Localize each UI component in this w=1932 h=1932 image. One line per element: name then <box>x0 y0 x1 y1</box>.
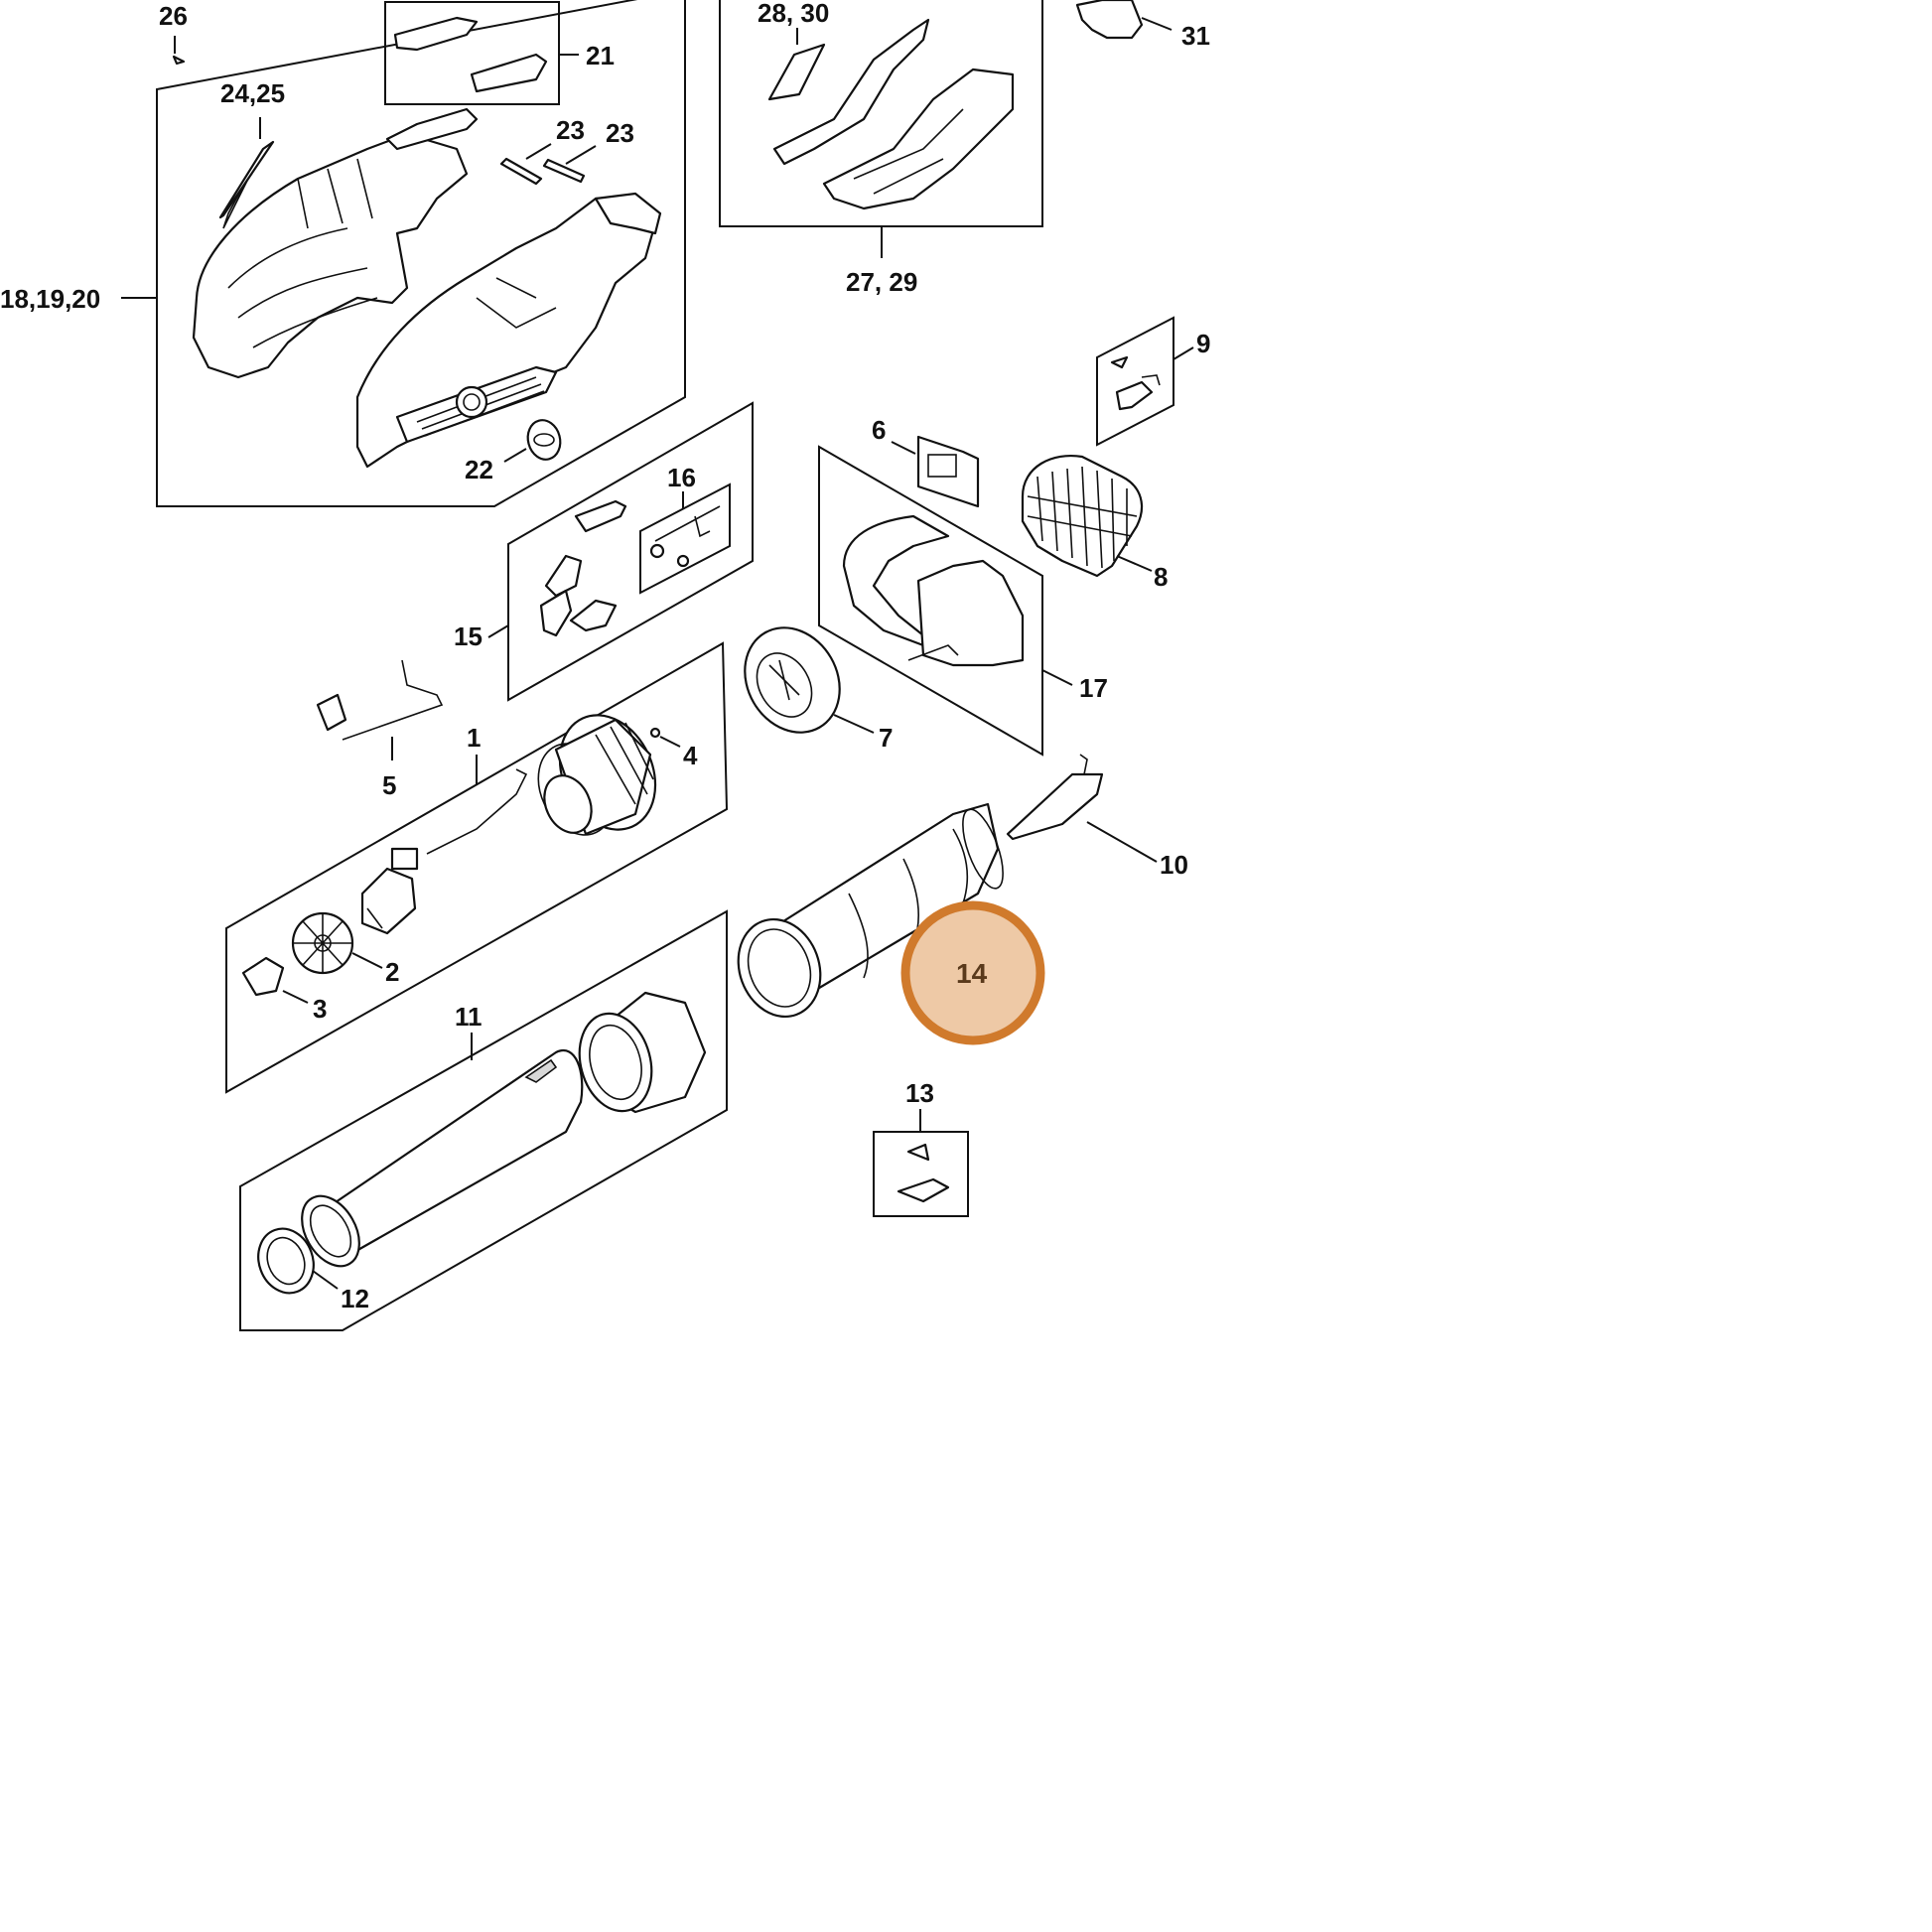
label-4: 4 <box>683 741 698 770</box>
highlight-marker-14[interactable]: 14 <box>900 900 1045 1045</box>
label-7: 7 <box>879 723 893 753</box>
label-12: 12 <box>341 1284 369 1313</box>
part-9-box[interactable]: 9 <box>1096 316 1210 447</box>
screw-part-26[interactable]: 26 <box>159 1 188 66</box>
label-27-29: 27, 29 <box>846 267 917 297</box>
label-1: 1 <box>467 723 481 753</box>
label-23-b: 23 <box>606 118 634 148</box>
tube-group[interactable]: 12 11 <box>239 909 728 1331</box>
part-23[interactable]: 23 23 <box>499 115 634 186</box>
label-17: 17 <box>1079 673 1108 703</box>
label-18-19-20: 18,19,20 <box>0 284 100 314</box>
label-23-a: 23 <box>556 115 585 145</box>
decal-part-24-25[interactable]: 24,25 <box>218 78 285 219</box>
label-9: 9 <box>1196 329 1210 358</box>
label-31: 31 <box>1181 21 1210 51</box>
label-28-30: 28, 30 <box>758 0 829 28</box>
label-8: 8 <box>1154 562 1168 592</box>
cover-group[interactable]: 28, 30 27, 29 <box>719 0 1043 297</box>
label-5: 5 <box>382 770 396 800</box>
label-6: 6 <box>872 415 886 445</box>
part-7-fan-housing[interactable]: 7 <box>727 611 894 753</box>
label-21: 21 <box>586 41 615 70</box>
label-11: 11 <box>455 1002 483 1032</box>
motor-group[interactable]: 2 3 4 1 <box>225 641 729 1094</box>
label-22: 22 <box>465 455 493 484</box>
label-24-25: 24,25 <box>220 78 285 108</box>
label-14: 14 <box>956 958 988 989</box>
label-3: 3 <box>313 994 327 1024</box>
part-6[interactable]: 6 <box>872 415 980 508</box>
label-26: 26 <box>159 1 188 31</box>
part-10-nozzle[interactable]: 10 <box>1006 754 1188 880</box>
part-17-box[interactable]: 17 <box>818 445 1108 757</box>
badge-part[interactable]: 22 <box>465 417 565 484</box>
label-15: 15 <box>454 621 483 651</box>
part-13-box[interactable]: 13 <box>873 1078 969 1217</box>
label-13: 13 <box>905 1078 934 1108</box>
label-10: 10 <box>1160 850 1188 880</box>
part-8-grille[interactable]: 8 <box>1021 454 1168 592</box>
housing-group[interactable]: 18,19,20 <box>0 0 686 507</box>
part-31[interactable]: 31 <box>1075 0 1210 51</box>
label-16: 16 <box>667 463 696 492</box>
label-2: 2 <box>385 957 399 987</box>
part-5-wire[interactable]: 5 <box>316 659 444 800</box>
part-15-16-box[interactable]: 16 15 <box>454 401 754 702</box>
part-21-box[interactable]: 21 <box>384 1 615 105</box>
part-14-tube[interactable] <box>725 802 1011 1029</box>
